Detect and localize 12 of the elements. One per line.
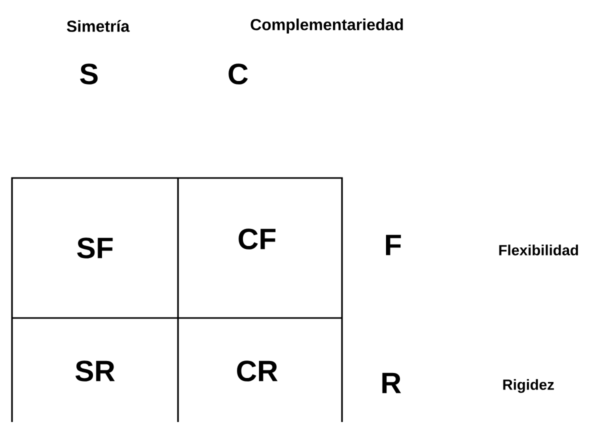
axis-label: Rigidez	[503, 379, 554, 393]
axis-label: Simetría	[66, 20, 130, 32]
axis-letter: R	[382, 372, 401, 394]
axis-label: Flexibilidad	[499, 244, 578, 256]
axis-letter: S	[80, 64, 98, 84]
axis-letter: F	[386, 234, 401, 256]
grid-cell: CR	[237, 360, 278, 382]
axis-letter: C	[228, 64, 248, 84]
axis-label: Complementariedad	[250, 18, 403, 34]
grid-cell: CF	[238, 228, 276, 250]
grid-cell: SF	[77, 238, 113, 258]
grid-cell: SR	[75, 360, 115, 382]
